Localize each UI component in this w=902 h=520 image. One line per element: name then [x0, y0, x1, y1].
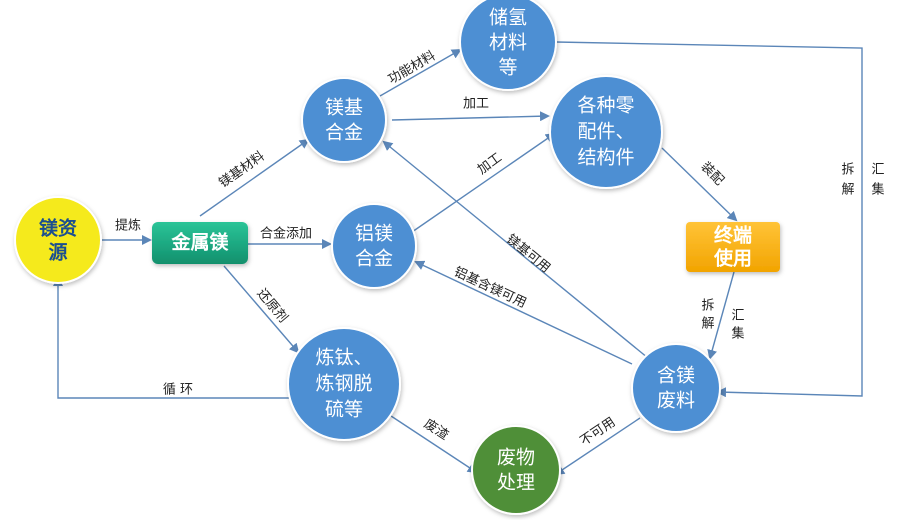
node-magnesium-source-line2: 源: [48, 241, 67, 264]
node-ti-steel-line3: 硫等: [325, 399, 363, 421]
node-waste-treatment-line2: 处理: [497, 472, 535, 494]
edge-process-mid: [411, 132, 556, 233]
label-collect-mid: 汇: [731, 309, 744, 324]
node-hydrogen-storage-line2: 材料: [489, 32, 527, 54]
label-disassemble-right-2: 解: [841, 183, 854, 198]
label-unusable: 不可用: [578, 415, 619, 449]
edge-al-usable: [414, 260, 633, 365]
node-metal-magnesium-label: 金属镁: [170, 231, 228, 254]
edge-functional: [379, 49, 462, 97]
edge-assemble: [661, 147, 738, 222]
node-terminal-use: 终端 使用: [686, 222, 780, 272]
edge-unusable: [554, 417, 641, 476]
label-assemble: 装配: [697, 159, 726, 188]
node-terminal-use-line1: 终端: [714, 224, 752, 247]
edges: [53, 41, 863, 476]
label-alloy-add: 合金添加: [260, 226, 312, 242]
edge-process-top: [391, 111, 550, 122]
edge-disassemble-right: [555, 41, 863, 398]
edge-disassemble-mid: [707, 271, 735, 360]
node-al-mg-alloy: 铝镁 合金: [331, 203, 417, 289]
label-collect-mid-2: 集: [731, 326, 744, 342]
node-al-mg-alloy-line2: 合金: [355, 248, 393, 270]
label-collect-right-2: 集: [871, 182, 884, 198]
node-parts-line1: 各种零: [577, 95, 634, 117]
label-collect-right: 汇: [871, 163, 884, 178]
node-mg-waste-line1: 含镁: [657, 365, 695, 387]
node-terminal-use-line2: 使用: [713, 248, 752, 270]
label-mg-material: 镁基材料: [216, 149, 267, 191]
label-cycle: 循 环: [163, 383, 193, 398]
label-process-top: 加工: [463, 97, 489, 112]
node-magnesium-source: 镁资 源: [14, 196, 102, 284]
node-parts-line3: 结构件: [577, 147, 634, 169]
edge-mg-usable: [382, 140, 649, 359]
node-ti-steel-line2: 炼钢脱: [315, 373, 372, 395]
node-parts: 各种零 配件、 结构件: [549, 75, 663, 189]
node-parts-line2: 配件、: [577, 121, 634, 143]
node-al-mg-alloy-line1: 铝镁: [355, 223, 393, 245]
edge-mg-material: [199, 138, 310, 217]
edge-slag: [387, 413, 478, 474]
label-al-usable: 铝基含镁可用: [451, 264, 528, 311]
edge-reducer: [223, 265, 300, 354]
node-mg-waste: 含镁 废料: [631, 343, 721, 433]
node-mg-alloy: 镁基 合金: [301, 77, 387, 163]
label-disassemble-right: 拆: [841, 163, 854, 178]
node-hydrogen-storage-line1: 储氢: [489, 7, 527, 29]
node-ti-steel-line1: 炼钛、: [315, 347, 372, 369]
nodes: 镁资 源 金属镁 镁基 合金 储氢 材料 等 各种零 配件、 结构件: [14, 0, 780, 515]
node-waste-treatment-line1: 废物: [497, 447, 535, 469]
node-waste-treatment: 废物 处理: [471, 425, 561, 515]
node-metal-magnesium: 金属镁: [152, 222, 248, 264]
edge-cycle: [53, 276, 292, 399]
label-disassemble-mid-2: 解: [701, 317, 714, 332]
node-hydrogen-storage-line3: 等: [498, 57, 517, 79]
label-process-mid: 加工: [475, 150, 505, 177]
node-magnesium-source-line1: 镁资: [39, 217, 77, 240]
node-mg-alloy-line1: 镁基: [325, 97, 363, 119]
node-mg-waste-line2: 废料: [657, 390, 695, 412]
label-functional: 功能材料: [386, 49, 439, 88]
node-ti-steel: 炼钛、 炼钢脱 硫等: [287, 327, 401, 441]
node-hydrogen-storage: 储氢 材料 等: [459, 0, 557, 91]
label-disassemble-mid: 拆: [701, 299, 714, 314]
label-refine: 提炼: [115, 218, 141, 234]
label-mg-usable: 镁基可用: [503, 232, 553, 276]
node-mg-alloy-line2: 合金: [325, 122, 363, 144]
